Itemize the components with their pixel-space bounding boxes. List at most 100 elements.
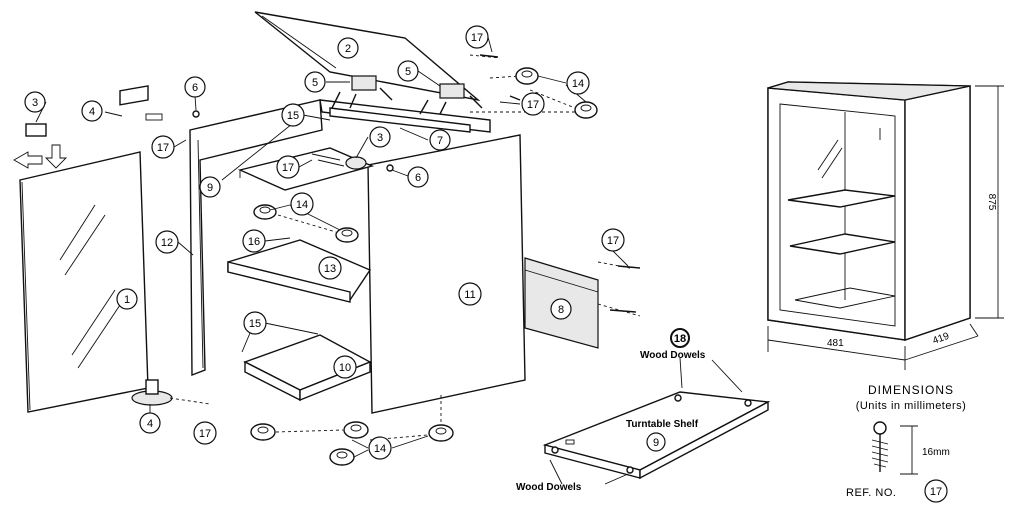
caster-upper-right [335, 227, 359, 243]
callout-number: 6 [415, 172, 421, 184]
callout-circle [368, 436, 392, 460]
callout-circle [458, 282, 482, 306]
glass-door-panel [19, 151, 149, 413]
callout-number: 15 [249, 318, 261, 330]
callout-number: 17 [282, 162, 294, 174]
callout-c2: 2 [337, 37, 359, 59]
width-dimension [767, 326, 906, 370]
callout-circle [24, 91, 46, 113]
middle-shelf [227, 239, 372, 303]
caster-bottom-3 [329, 448, 355, 466]
callout-number: 17 [471, 32, 483, 44]
upper-shelf [237, 147, 375, 191]
callout-c16: 16 [242, 229, 266, 253]
callout-c14b: 14 [290, 192, 314, 216]
callout-number: 9 [207, 182, 213, 194]
callout-number: 15 [287, 110, 299, 122]
top-glass-panel [254, 11, 481, 102]
callout-circle [429, 129, 451, 151]
callout-c11: 11 [458, 282, 482, 306]
callout-number: 6 [192, 82, 198, 94]
callout-circle [397, 60, 419, 82]
assembled-cabinet [767, 81, 971, 341]
callout-circle [318, 256, 342, 280]
callout-c17b: 17 [521, 92, 545, 116]
callout-number: 10 [339, 362, 351, 374]
callout-number: 2 [345, 43, 351, 55]
callout-circle [243, 311, 267, 335]
callout-number: 7 [437, 135, 443, 147]
callout-c8: 8 [550, 298, 572, 320]
callout-circle [193, 421, 217, 445]
callout-circle [333, 355, 357, 379]
callout-c3a: 3 [24, 91, 46, 113]
callout-circle [601, 228, 625, 252]
caster-bottom-2 [343, 421, 369, 439]
dimensions-title: DIMENSIONS [868, 383, 954, 397]
callout-circle [521, 92, 545, 116]
callout-circle [116, 288, 138, 310]
hinge-top-left [119, 85, 163, 121]
hinge-bottom [131, 379, 173, 406]
cabinet-right-side [367, 134, 526, 414]
callout-circle [550, 298, 572, 320]
callout-c14a: 14 [566, 71, 590, 95]
callout-c9a: 9 [199, 176, 221, 198]
caster-top-right-b [574, 101, 598, 119]
caster-bottom-4 [428, 424, 454, 442]
caster-top-right-a [515, 67, 539, 85]
callout-c7: 7 [429, 129, 451, 151]
callout-number: 4 [89, 106, 95, 118]
callout-circle [281, 103, 305, 127]
callout-circle [290, 192, 314, 216]
callout-circle [151, 135, 175, 159]
width-value: 481 [827, 338, 844, 349]
callout-layer: 1233445566789101112131414141515161717171… [24, 25, 625, 460]
magnet-catch [25, 123, 47, 137]
wood-dowels-bottom-label: Wood Dowels [516, 482, 582, 493]
callout-circle [465, 25, 489, 49]
height-value: 875 [986, 194, 997, 211]
callout-number: 13 [324, 263, 336, 275]
callout-c14c: 14 [368, 436, 392, 460]
callout-c10: 10 [333, 355, 357, 379]
callout-c17a: 17 [465, 25, 489, 49]
callout-circle [566, 71, 590, 95]
callout-circle [81, 100, 103, 122]
callout-circle [155, 230, 179, 254]
screw-length-dimension [900, 425, 918, 475]
callout-c17f: 17 [193, 421, 217, 445]
arrow-hint [13, 144, 68, 169]
turntable-badge: 18 [670, 328, 690, 348]
ref-no-label: REF. NO. [846, 487, 896, 499]
callout-number: 14 [374, 443, 386, 455]
turntable-shelf-num: 9 [653, 437, 659, 449]
ref-no-callout: 17 [924, 479, 948, 503]
turntable-shelf-callout: 9 [646, 432, 666, 452]
caster-upper-left [253, 204, 277, 220]
callout-c5b: 5 [397, 60, 419, 82]
callout-number: 11 [464, 289, 475, 301]
callout-c6a: 6 [184, 76, 206, 98]
callout-number: 5 [312, 77, 318, 89]
callout-circle [337, 37, 359, 59]
callout-number: 4 [147, 418, 153, 430]
callout-number: 8 [558, 304, 564, 316]
callout-number: 17 [157, 142, 169, 154]
callout-number: 16 [248, 236, 260, 248]
callout-circle [242, 229, 266, 253]
callout-number: 1 [124, 294, 130, 306]
callout-c3b: 3 [369, 126, 391, 148]
screw-length-value: 16mm [922, 447, 950, 458]
callout-circle [304, 71, 326, 93]
hinge-top-b [419, 83, 483, 115]
callout-number: 5 [405, 66, 411, 78]
height-dimension [975, 85, 1004, 319]
callout-circle [199, 176, 221, 198]
callout-c12: 12 [155, 230, 179, 254]
screw-icon [871, 421, 889, 472]
callout-c4b: 4 [139, 412, 161, 434]
turntable-shelf-label: Turntable Shelf [626, 419, 699, 430]
turntable-shelf-illustration [542, 391, 771, 480]
